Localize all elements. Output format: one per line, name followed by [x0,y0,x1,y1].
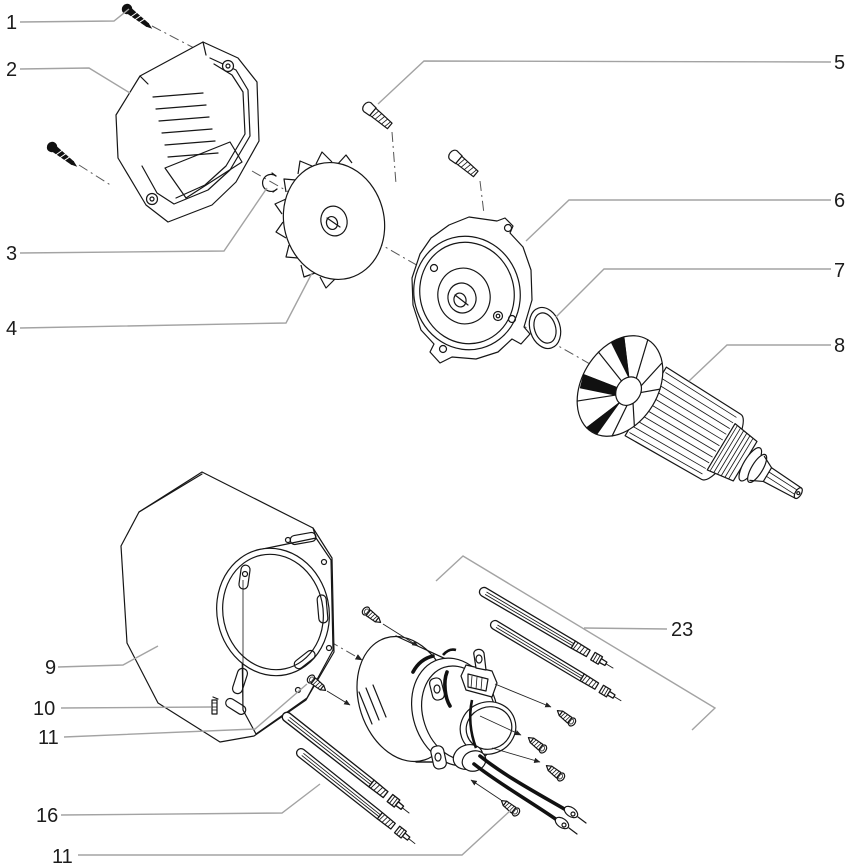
stator-tab [473,648,487,671]
callout-11-12: 11 [52,846,73,868]
wire-terminal [563,805,587,824]
callout-10-9: 10 [33,698,55,720]
leader-line-23-13 [583,627,668,630]
stator-tab [428,677,446,701]
screw-icon [360,604,384,627]
leader-line-6-5 [525,199,831,242]
leader-line-9-8 [57,645,159,668]
callout-8-7: 8 [834,335,845,357]
core-laminations [629,372,737,475]
stator-lead-wire [443,670,452,708]
bearing-ring [747,453,768,484]
leader-line-5-4 [377,60,832,105]
wire-terminal [554,816,578,835]
cover-screw-boss [145,192,159,206]
leader-line-8-7 [688,344,831,382]
armature-fan-blades [576,336,663,437]
part-23-tie-rods [477,585,625,706]
screw5a-centerline [391,131,397,185]
plate-hole [507,314,517,324]
callout-6-5: 6 [834,190,845,212]
screw1b-centerline [78,164,113,187]
plate-hole [429,263,439,273]
leader-line-11-12 [78,809,512,856]
fan-hub [320,205,348,237]
part-3-retaining-clip [261,172,278,193]
commutator [706,423,758,482]
plate-hole [492,310,504,322]
cover-screw-boss [221,59,235,73]
screw-icon [543,761,567,784]
screw-icon [554,706,578,729]
screw-icon [446,147,480,179]
leader-line-4-3 [19,272,313,329]
callout-7-6: 7 [834,260,845,282]
screw-icon [44,139,80,171]
callout-1-0: 1 [6,12,17,34]
armature-fan-hub [615,376,643,407]
part-2-motor-cover [115,41,260,223]
callout-2-1: 2 [6,59,17,81]
part-5-screws [360,99,480,179]
part-8-armature [576,335,803,500]
cover-inner-panel [164,141,243,199]
stator-assembly [242,580,587,835]
part-6-bearing-plate [411,216,533,364]
leader-line-3-2 [19,187,268,254]
callout-3-2: 3 [6,243,17,265]
plate-hole [503,223,513,233]
group-bracket-23 [435,555,717,731]
housing-opening [216,547,330,677]
callout-5-4: 5 [834,52,845,74]
leader-line-11-10 [63,683,308,738]
callout-11-10: 11 [38,727,59,749]
part-11-screws [305,604,578,819]
tie-rod [294,746,419,848]
callout-16-11: 16 [36,805,58,827]
stator-side-vents [358,684,387,725]
brush-holder [460,664,498,698]
callout-4-3: 4 [6,318,17,340]
leader-line-10-9 [60,706,212,709]
screw-icon [360,99,394,131]
screw5b-centerline [479,180,485,215]
callout-9-8: 9 [45,657,56,679]
part-7-washer [528,306,562,350]
plate-hole [438,344,448,354]
power-wire [472,762,559,822]
stator-tab [430,745,447,770]
power-wire [478,754,568,812]
screw-icon [498,796,522,819]
screw-icon [525,733,549,756]
callout-23-13: 23 [671,619,693,641]
part-9-motor-housing [120,471,335,743]
screw1-centerline [151,25,197,50]
leader-line-2-1 [19,67,131,94]
part-4-fan [274,151,386,289]
screw-icon [119,1,155,33]
leader-line-1-0 [19,8,130,23]
leader-line-16-11 [60,783,321,816]
leader-line-7-6 [555,268,831,318]
part-10-pin [211,696,219,715]
cover-vent-slots [152,92,219,158]
